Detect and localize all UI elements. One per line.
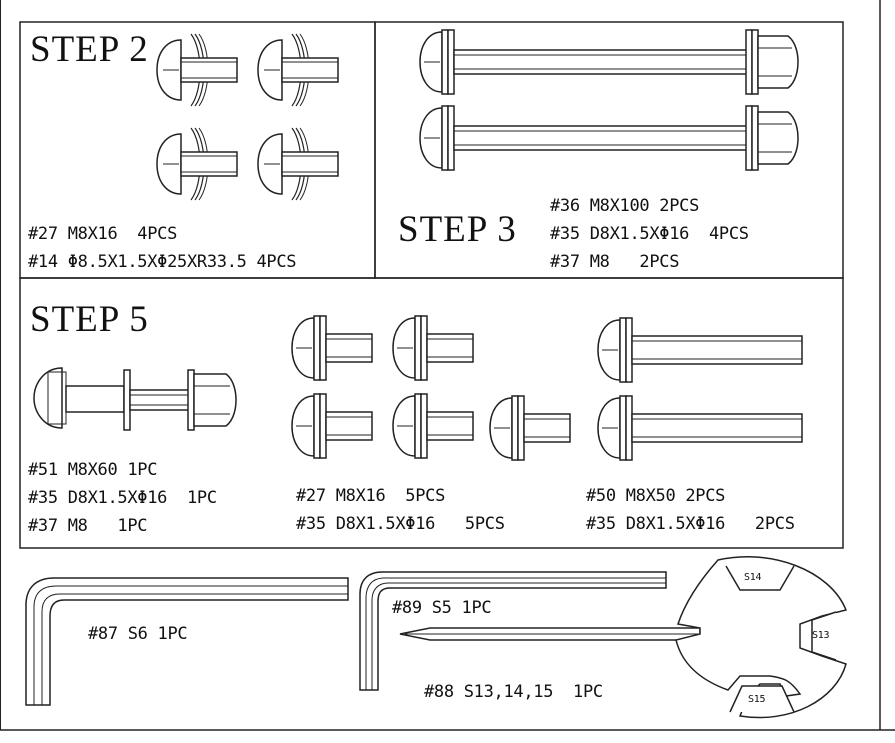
hex-key-s6-label: #87 S6 1PC — [88, 624, 188, 644]
step3-bolt-1 — [419, 29, 799, 95]
step5-short-bolt-4 — [392, 393, 474, 459]
step3-bolt-2 — [419, 105, 799, 171]
step2-line-1: #27 M8X16 4PCS — [28, 224, 178, 244]
wrench-label: #88 S13,14,15 1PC — [424, 682, 603, 702]
step5-short-bolt-1 — [291, 315, 373, 381]
wrench-size-s13: S13 — [812, 630, 830, 641]
step5-a-line-2: #35 D8X1.5XΦ16 1PC — [28, 488, 217, 508]
hex-key-s5-label: #89 S5 1PC — [392, 598, 492, 618]
step2-line-2: #14 Φ8.5X1.5XΦ25XR33.5 4PCS — [28, 252, 297, 272]
step5-box — [19, 277, 844, 549]
step5-b-line-2: #35 D8X1.5XΦ16 5PCS — [296, 514, 505, 534]
step5-c-line-1: #50 M8X50 2PCS — [586, 486, 726, 506]
step5-medium-bolt-2 — [597, 395, 803, 461]
step3-title: STEP 3 — [398, 209, 517, 250]
wrench-size-s14: S14 — [744, 572, 762, 583]
step2-bolt-4 — [257, 127, 339, 201]
step5-a-line-3: #37 M8 1PC — [28, 516, 148, 536]
hex-key-s6 — [25, 577, 349, 706]
step2-bolt-2 — [257, 33, 339, 107]
wrench-size-s15: S15 — [748, 694, 766, 705]
step5-short-bolt-2 — [392, 315, 474, 381]
step5-bolt-m8x60 — [33, 367, 237, 431]
step2-bolt-3 — [156, 127, 238, 201]
step2-title: STEP 2 — [30, 29, 149, 70]
step3-line-3: #37 M8 2PCS — [550, 252, 680, 272]
step2-bolt-1 — [156, 33, 238, 107]
step5-medium-bolt-1 — [597, 317, 803, 383]
hex-key-s5 — [359, 571, 667, 691]
step5-b-line-1: #27 M8X16 5PCS — [296, 486, 446, 506]
step5-a-line-1: #51 M8X60 1PC — [28, 460, 158, 480]
step3-line-2: #35 D8X1.5XΦ16 4PCS — [550, 224, 749, 244]
step5-short-bolt-3 — [291, 393, 373, 459]
step5-short-bolt-5 — [489, 395, 571, 461]
combination-wrench — [399, 556, 848, 719]
step5-c-line-2: #35 D8X1.5XΦ16 2PCS — [586, 514, 795, 534]
step5-title: STEP 5 — [30, 299, 149, 340]
step3-line-1: #36 M8X100 2PCS — [550, 196, 700, 216]
